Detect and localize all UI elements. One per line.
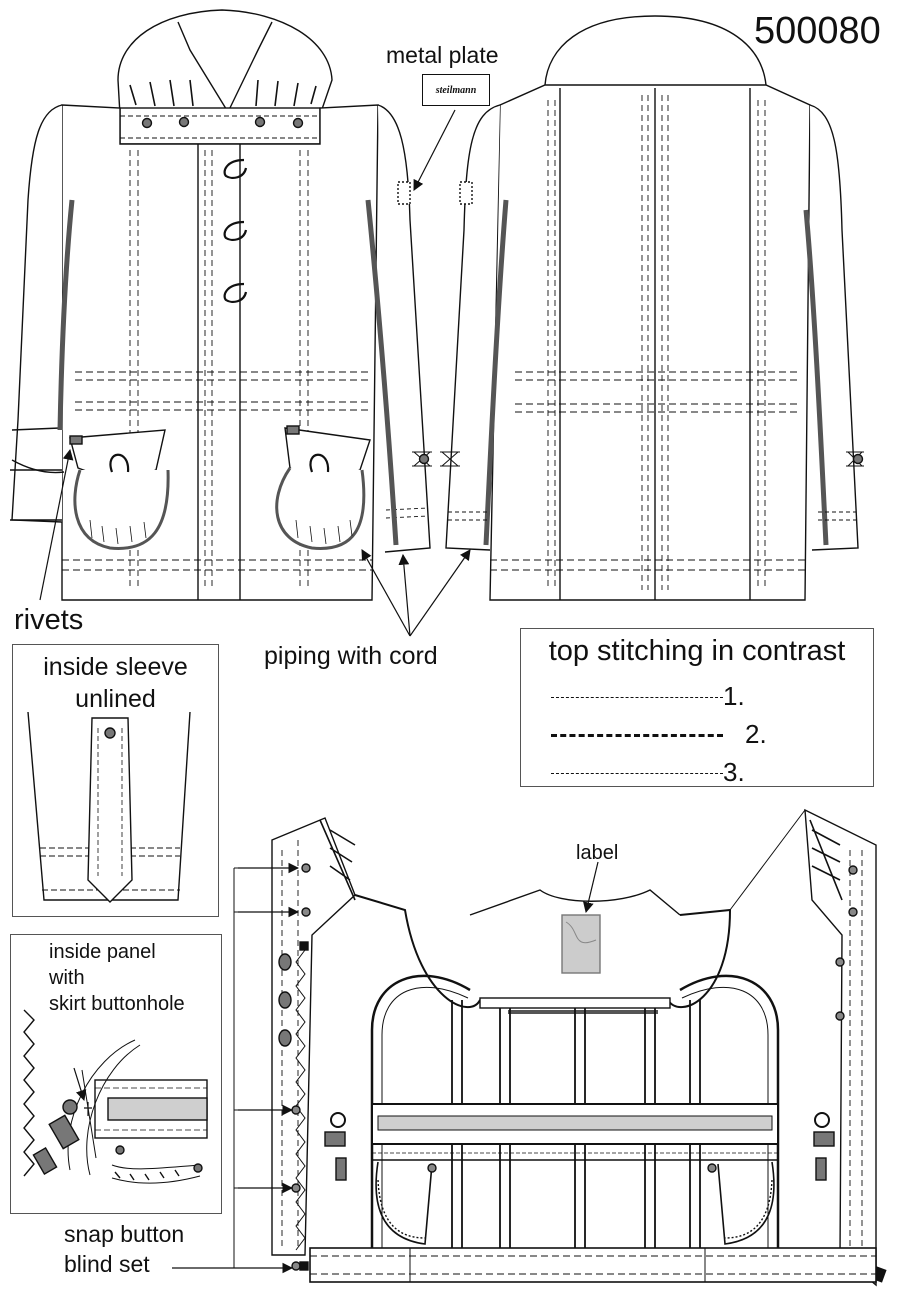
collar-pleats bbox=[129, 79, 317, 107]
snap-button-line-1: snap button bbox=[64, 1221, 185, 1247]
toggle-loop bbox=[223, 158, 248, 179]
label-callout: label bbox=[576, 842, 619, 864]
legend-row-3: 3. bbox=[551, 757, 745, 788]
inside-panel-line-2: with bbox=[49, 967, 85, 989]
front-collar bbox=[117, 9, 333, 116]
skirt-buttonhole bbox=[107, 1097, 208, 1121]
inside-panel-line-1: inside panel bbox=[49, 941, 156, 963]
metal-plate-graphic: steilmann bbox=[422, 74, 490, 106]
legend-item-2: 2. bbox=[745, 719, 767, 749]
inside-sleeve-box: inside sleeve unlined bbox=[12, 644, 219, 917]
rivet bbox=[254, 116, 266, 128]
stitch-sample-3 bbox=[551, 773, 723, 774]
front-left-sleeve bbox=[11, 104, 63, 523]
plate-brand-text: steilmann bbox=[435, 84, 477, 96]
back-left-sleeve bbox=[445, 104, 501, 551]
topstitch-legend: top stitching in contrast 1. 2. 3. bbox=[520, 628, 874, 787]
piping-cord bbox=[483, 199, 509, 546]
toggle-loop bbox=[223, 282, 248, 303]
piping-cord bbox=[803, 209, 829, 546]
zigzag-overlock bbox=[295, 949, 306, 1251]
back-collar bbox=[544, 15, 767, 91]
legend-title: top stitching in contrast bbox=[548, 635, 846, 667]
sleeve-tab bbox=[87, 717, 133, 903]
legend-row-1: 1. bbox=[551, 681, 745, 712]
inside-panel-box: inside panel with skirt buttonhole bbox=[10, 934, 222, 1214]
rivet bbox=[178, 116, 190, 128]
brand-label bbox=[561, 914, 601, 974]
inside-view bbox=[271, 808, 887, 1287]
legend-item-3: 3. bbox=[723, 757, 745, 787]
rivets-callout: rivets bbox=[14, 604, 84, 636]
legend-item-1: 1. bbox=[723, 681, 745, 711]
inside-sleeve-line-1: inside sleeve bbox=[43, 653, 188, 681]
rivet bbox=[292, 117, 304, 129]
piping-callout: piping with cord bbox=[264, 642, 438, 670]
stitch-sample-1 bbox=[551, 697, 723, 698]
inside-sleeve-line-2: unlined bbox=[75, 685, 156, 713]
metal-plate-callout: metal plate bbox=[386, 42, 499, 68]
inside-panel-line-3: skirt buttonhole bbox=[49, 993, 185, 1015]
style-number: 500080 bbox=[754, 10, 881, 52]
snap-button-line-2: blind set bbox=[64, 1251, 150, 1277]
piping-cord bbox=[57, 199, 75, 431]
back-right-sleeve bbox=[809, 104, 859, 551]
back-body-outline bbox=[489, 84, 811, 601]
left-pocket bbox=[69, 429, 170, 550]
front-view bbox=[10, 9, 432, 601]
inside-panel-detail bbox=[23, 1009, 208, 1184]
right-pocket bbox=[275, 425, 371, 550]
piping-cord bbox=[365, 199, 399, 546]
rivet bbox=[141, 117, 153, 129]
callout-arrows bbox=[39, 109, 599, 1274]
front-right-sleeve bbox=[377, 104, 431, 553]
stitch-sample-2 bbox=[551, 734, 723, 737]
inside-sleeve-detail bbox=[27, 711, 191, 903]
legend-row-2: 2. bbox=[551, 719, 767, 750]
back-view bbox=[440, 15, 864, 601]
toggle-loop bbox=[223, 220, 248, 241]
